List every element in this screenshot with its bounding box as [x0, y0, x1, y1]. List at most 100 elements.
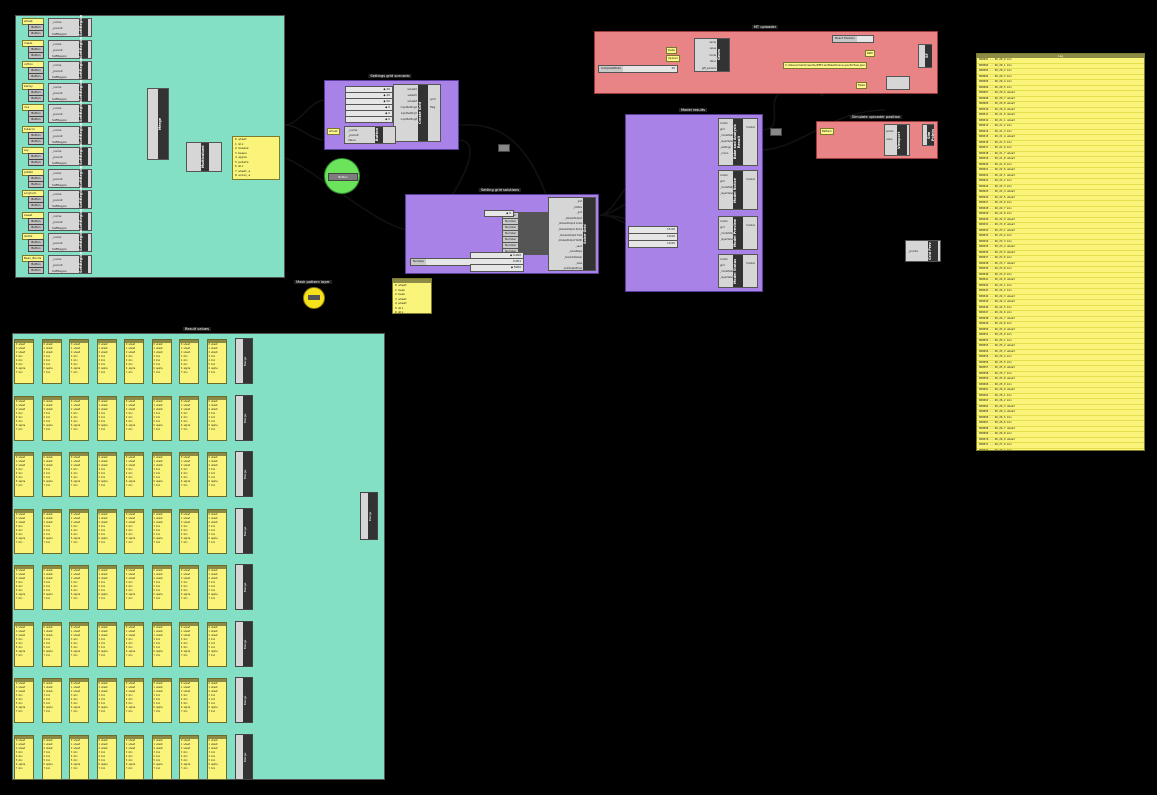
- toggle-false-tag[interactable]: False: [856, 82, 868, 89]
- row-button-2[interactable]: Button: [28, 180, 44, 188]
- relay-node-2[interactable]: [770, 128, 782, 136]
- input-tag-a[interactable]: wheat: [327, 128, 340, 135]
- solver-value-slider[interactable]: Number: [502, 248, 548, 255]
- path-value-tag[interactable]: C:/Users/client/results/#MT-ex/MaskScene…: [783, 62, 868, 69]
- row-button-2[interactable]: Button: [28, 30, 44, 37]
- uploader-mid-component[interactable]: [886, 76, 910, 90]
- solver-seed-slider[interactable]: ◆ 0: [484, 210, 514, 217]
- row-button-2[interactable]: Button: [28, 202, 44, 209]
- row-merge-component[interactable]: Merge: [235, 620, 253, 667]
- row-button-2[interactable]: Button: [28, 266, 44, 274]
- row-merge-component[interactable]: Merge: [235, 733, 253, 780]
- uploader-output-component[interactable]: SF: [918, 44, 932, 68]
- simulate-output-component[interactable]: Sim Points: [922, 124, 935, 146]
- row-button-2[interactable]: Button: [28, 51, 44, 59]
- row-merge-component[interactable]: Merge: [235, 394, 253, 441]
- row-merge-component[interactable]: Merge: [235, 564, 253, 610]
- grid-slider[interactable]: ◆ 0: [345, 116, 393, 123]
- row-button-2[interactable]: Button: [28, 116, 44, 123]
- row-button-2[interactable]: Button: [28, 245, 44, 252]
- row-button-2[interactable]: Button: [28, 223, 44, 231]
- pattern-toggle-circle[interactable]: [303, 287, 325, 309]
- solver-component[interactable]: grid_buffers_grid_AllowedOutput_AllowedO…: [548, 197, 596, 271]
- simulate-tag[interactable]: Pattern: [820, 128, 835, 135]
- merge-component[interactable]: Merge: [147, 88, 169, 160]
- board-position-slider[interactable]: Board Position: [832, 35, 874, 43]
- row-merge-component[interactable]: Merge: [235, 338, 253, 384]
- model-slider[interactable]: 10.00: [628, 240, 678, 248]
- row-merge-component[interactable]: Merge: [235, 507, 253, 554]
- row-merge-component[interactable]: Merge: [235, 451, 253, 497]
- final-merge-component[interactable]: Merge: [360, 492, 378, 540]
- path-tag[interactable]: Path: [865, 50, 876, 57]
- uploader-tag-1[interactable]: Data: [666, 47, 677, 54]
- solver-slider-b[interactable]: ◆ 5000: [470, 264, 524, 272]
- row-button-2[interactable]: Button: [28, 94, 44, 102]
- multivalued-component[interactable]: Multivalued: [186, 142, 222, 172]
- uploader-tag-2[interactable]: Upload: [666, 55, 680, 62]
